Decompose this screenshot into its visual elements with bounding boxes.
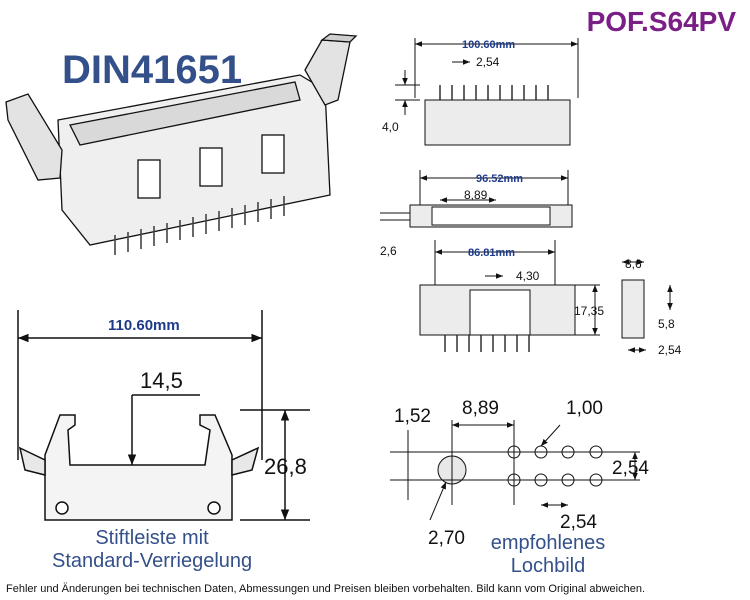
caption-left-line1: Stiftleiste mit [95,527,209,549]
dim-inner-430: 4,30 [516,269,540,283]
dim-hole-889: 8,89 [462,398,499,419]
caption-right: empfohlenes Lochbild [478,532,618,578]
dim-hole-100: 1,00 [566,398,603,419]
product-title: DIN41651 [62,48,243,92]
plan-view [380,170,573,228]
top-view [395,38,579,146]
dim-front-145: 14,5 [140,368,183,393]
dim-hole-254-h: 2,54 [560,512,597,533]
caption-right-line2: Lochbild [510,555,586,577]
dim-front-268: 26,8 [264,454,307,479]
dim-top-width: 100.60mm [462,39,515,51]
front-view-large [17,310,310,521]
dim-pitch-889: 8,89 [464,188,488,202]
dim-depth-26: 2,6 [380,244,397,258]
caption-left: Stiftleiste mit Standard-Verriegelung [52,527,252,573]
dim-inner-width: 86.81mm [468,247,515,259]
dim-height-1735: 17,35 [574,304,604,318]
dim-front-width: 110.60mm [108,317,180,334]
dim-height-4: 4,0 [382,120,399,134]
dim-side-254: 2,54 [658,343,682,357]
caption-right-line1: empfohlenes [490,532,606,554]
dim-hole-254-v: 2,54 [612,458,649,479]
footer-disclaimer: Fehler und Änderungen bei technischen Da… [6,583,646,595]
dim-pitch-top: 2,54 [476,55,500,69]
front-view-small [419,240,673,353]
part-code: POF.S64PV [586,6,736,37]
connector-3d-view [5,33,358,255]
caption-left-line2: Standard-Verriegelung [52,550,253,572]
hole-pattern [390,420,640,521]
dim-mid-width: 96.52mm [476,173,523,185]
dim-side-58: 5,8 [658,317,675,331]
dim-hole-270: 2,70 [428,528,465,549]
dim-hole-152: 1,52 [394,406,431,427]
dim-side-86: 8,6 [625,257,642,271]
